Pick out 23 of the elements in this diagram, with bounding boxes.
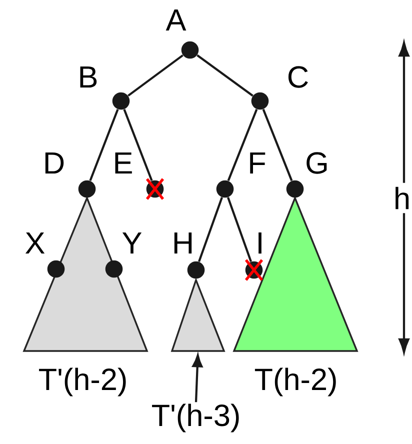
- node-letter: B: [80, 66, 97, 88]
- node-letter: C: [288, 66, 308, 88]
- node-letter: H: [174, 232, 192, 254]
- node-letter: E: [115, 152, 132, 174]
- node-letter: Y: [122, 232, 142, 254]
- node-letter: X: [25, 232, 45, 254]
- node-letter: F: [250, 152, 266, 174]
- node-letter: D: [45, 152, 64, 174]
- node-letter: A: [166, 9, 186, 31]
- subtree-label: T'(h-3): [152, 404, 239, 432]
- tree-edge: [128, 54, 184, 97]
- subtree-label: T'(h-2): [39, 368, 126, 396]
- arrow: [192, 354, 203, 402]
- tree-edge: [196, 54, 254, 97]
- tree-edge: [123, 108, 153, 182]
- tree-edge: [227, 197, 252, 262]
- tree-edge: [198, 197, 223, 262]
- subtree-label: T(h-2): [254, 368, 336, 396]
- node-letter: G: [306, 152, 327, 174]
- node-letter: I: [258, 232, 262, 254]
- tree-edge: [89, 108, 119, 182]
- tree-edge: [227, 108, 258, 182]
- tree-edge: [262, 108, 293, 182]
